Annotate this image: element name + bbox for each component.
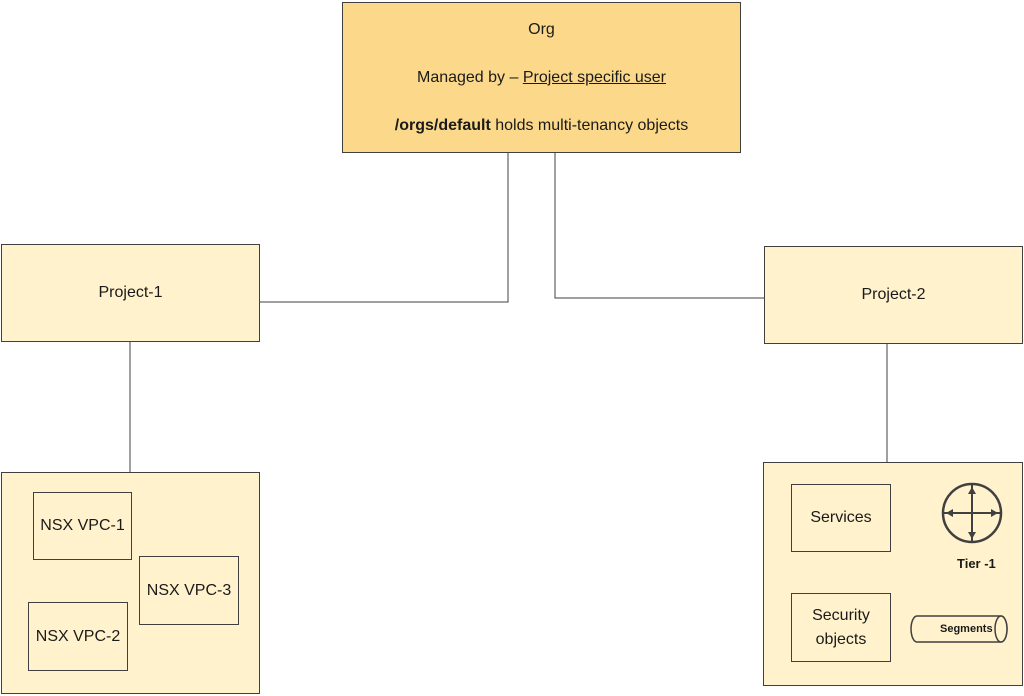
project-1-box: Project-1 — [1, 244, 260, 342]
org-path-line: /orgs/default holds multi-tenancy object… — [343, 117, 740, 135]
services-box: Services — [791, 484, 891, 552]
project-1-vpc-container: NSX VPC-1 NSX VPC-3 NSX VPC-2 — [1, 472, 260, 694]
vpc-2-box: NSX VPC-2 — [28, 602, 128, 671]
org-path-suffix: holds multi-tenancy objects — [490, 117, 689, 134]
org-managed-user: Project specific user — [522, 69, 667, 86]
org-path: /orgs/default — [394, 117, 491, 134]
org-box: Org Managed by – Project specific user /… — [342, 2, 741, 153]
vpc-3-label: NSX VPC-3 — [146, 581, 232, 599]
vpc-3-box: NSX VPC-3 — [139, 556, 239, 625]
services-label: Services — [810, 509, 872, 526]
segments-label: Segments — [940, 623, 993, 635]
project-2-box: Project-2 — [764, 246, 1023, 344]
project-1-label: Project-1 — [98, 284, 163, 301]
vpc-2-label: NSX VPC-2 — [35, 627, 121, 645]
segment-cylinder-icon — [910, 615, 1008, 643]
router-icon — [941, 482, 1003, 544]
org-title: Org — [528, 21, 555, 38]
security-label-line2: objects — [815, 630, 867, 648]
org-managed-prefix: Managed by – — [416, 69, 523, 86]
vpc-1-label: NSX VPC-1 — [40, 517, 125, 534]
project-2-object-container: Services Security objects Tier -1 Segmen… — [763, 462, 1023, 686]
security-objects-box: Security objects — [791, 593, 891, 662]
org-managed-by: Managed by – Project specific user — [343, 69, 740, 87]
connector-org-project2 — [554, 153, 765, 299]
security-label-line1: Security — [812, 606, 870, 624]
tier-1-label: Tier -1 — [957, 556, 996, 571]
project-2-label: Project-2 — [861, 286, 926, 303]
vpc-1-box: NSX VPC-1 — [33, 492, 132, 560]
connector-org-project1 — [260, 153, 509, 303]
